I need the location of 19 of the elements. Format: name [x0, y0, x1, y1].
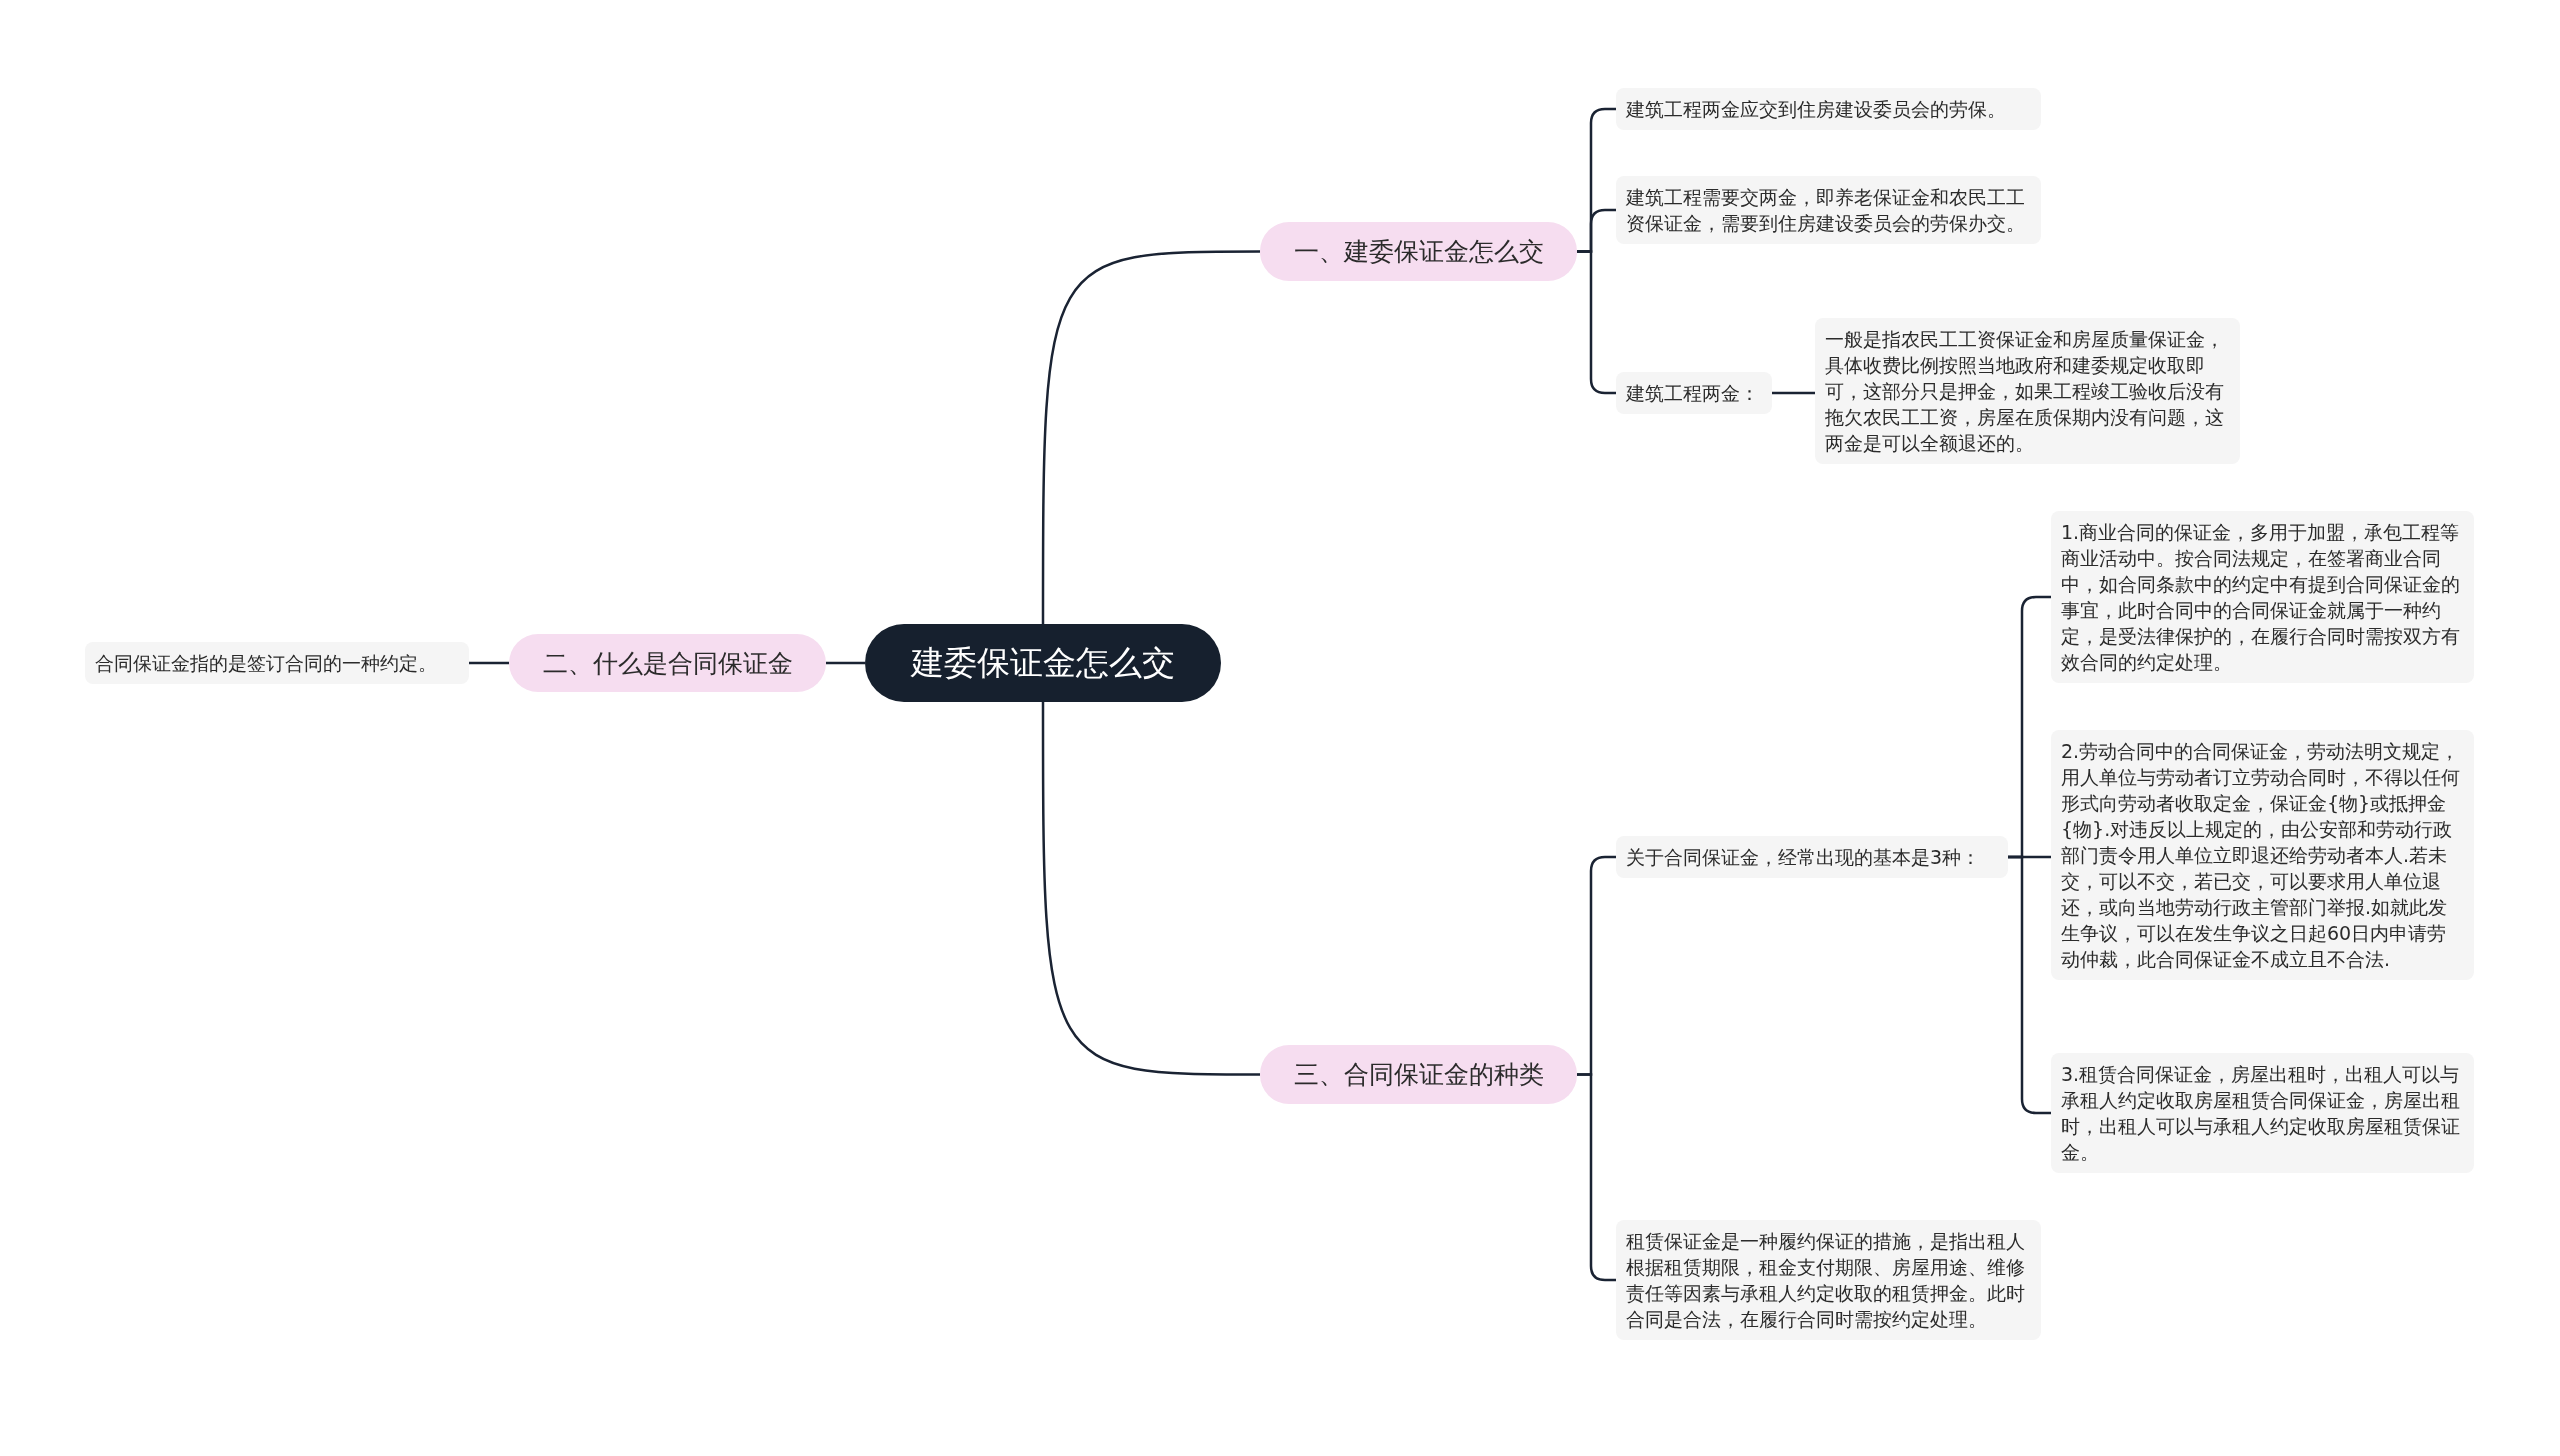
note-box: 建筑工程两金应交到住房建设委员会的劳保。: [1616, 88, 2041, 130]
topic-box: 一、建委保证金怎么交: [1260, 222, 1577, 281]
note-box: 租赁保证金是一种履约保证的措施，是指出租人根据租赁期限，租金支付期限、房屋用途、维修责任等因素与承租人约定收取的租赁押金。此时合同是合法，在履行合同时需按约定处理。: [1616, 1220, 2041, 1340]
connector-line: [1041, 702, 1260, 1076]
central-topic: 建委保证金怎么交: [865, 624, 1221, 702]
connector-line: [469, 661, 509, 665]
note-box: 关于合同保证金，经常出现的基本是3种：: [1616, 836, 2008, 878]
note-box: 2.劳动合同中的合同保证金，劳动法明文规定，用人单位与劳动者订立劳动合同时，不得以任何形式向劳动者收取定金，保证金{物}或抵押金{物}.对违反以上规定的，由公安部和劳动行政部门责令用人单位立即退还给劳动者本人.若未交，可以不交，若已交，可以要求用人单位退还，或向当地劳动行政主管部门举报.如就此发生争议，可以在发生争议之日起60日内申请劳动仲裁，此合同保证金不成立且不合法.: [2051, 730, 2474, 980]
note-box: 3.租赁合同保证金，房屋出租时，出租人可以与承租人约定收取房屋租赁合同保证金，房屋出租时，出租人可以与承租人约定收取房屋租赁保证金。: [2051, 1053, 2474, 1173]
note-box: 建筑工程两金：: [1616, 372, 1772, 414]
note-box: 建筑工程需要交两金，即养老保证金和农民工工资保证金，需要到住房建设委员会的劳保办交。: [1616, 176, 2041, 244]
connector-line: [1772, 391, 1815, 395]
connector-line: [1041, 250, 1260, 624]
note-box: 1.商业合同的保证金，多用于加盟，承包工程等商业活动中。按合同法规定，在签署商业合同中，如合同条款中的约定中有提到合同保证金的事宜，此时合同中的合同保证金就属于一种约定，是受法律保护的，在履行合同时需按双方有效合同的约定处理。: [2051, 511, 2474, 683]
note-box: 一般是指农民工工资保证金和房屋质量保证金，具体收费比例按照当地政府和建委规定收取即可，这部分只是押金，如果工程竣工验收后没有拖欠农民工工资，房屋在质保期内没有问题，这两金是可以全额退还的。: [1815, 318, 2240, 464]
connector-line: [826, 661, 865, 665]
topic-box: 三、合同保证金的种类: [1260, 1045, 1577, 1104]
topic-box: 二、什么是合同保证金: [509, 634, 826, 692]
note-box: 合同保证金指的是签订合同的一种约定。: [85, 642, 469, 684]
